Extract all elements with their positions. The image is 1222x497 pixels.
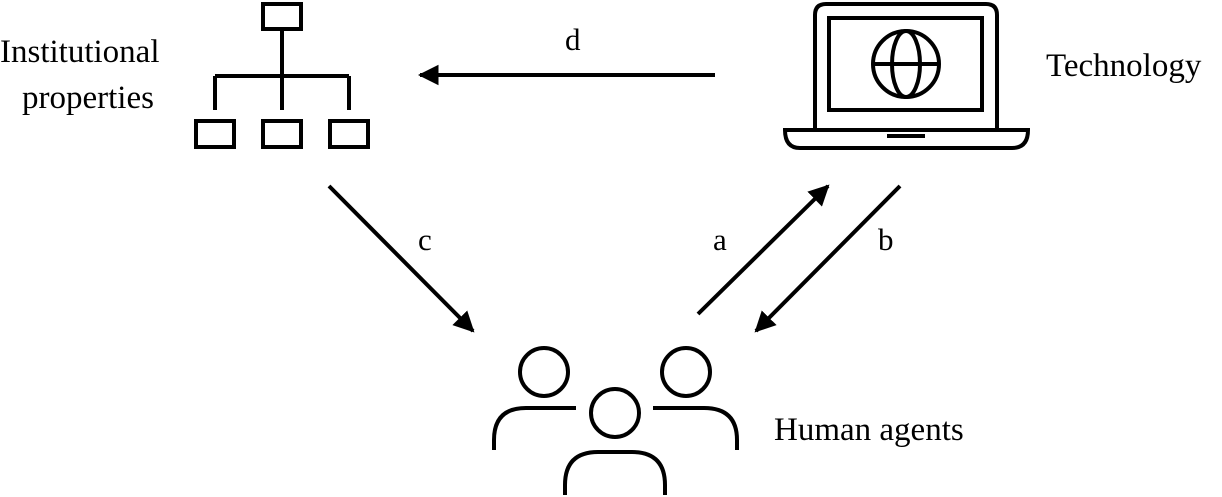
edge-a-label: a	[713, 222, 727, 257]
laptop-globe-icon	[782, 2, 1031, 150]
institutional-label-line1: Institutional	[0, 34, 160, 70]
technology-label: Technology	[1046, 48, 1202, 84]
edge-b-arrow	[754, 184, 902, 333]
institutional-label-line2: properties	[22, 80, 154, 116]
people-group-icon	[492, 346, 739, 495]
human-agents-label: Human agents	[774, 412, 964, 448]
edge-a-arrow	[696, 184, 830, 316]
org-chart-icon	[194, 2, 370, 149]
edge-b-label: b	[878, 222, 894, 257]
edge-d-label: d	[565, 22, 581, 57]
edge-c-label: c	[418, 222, 432, 257]
edge-c-arrow	[327, 184, 475, 333]
